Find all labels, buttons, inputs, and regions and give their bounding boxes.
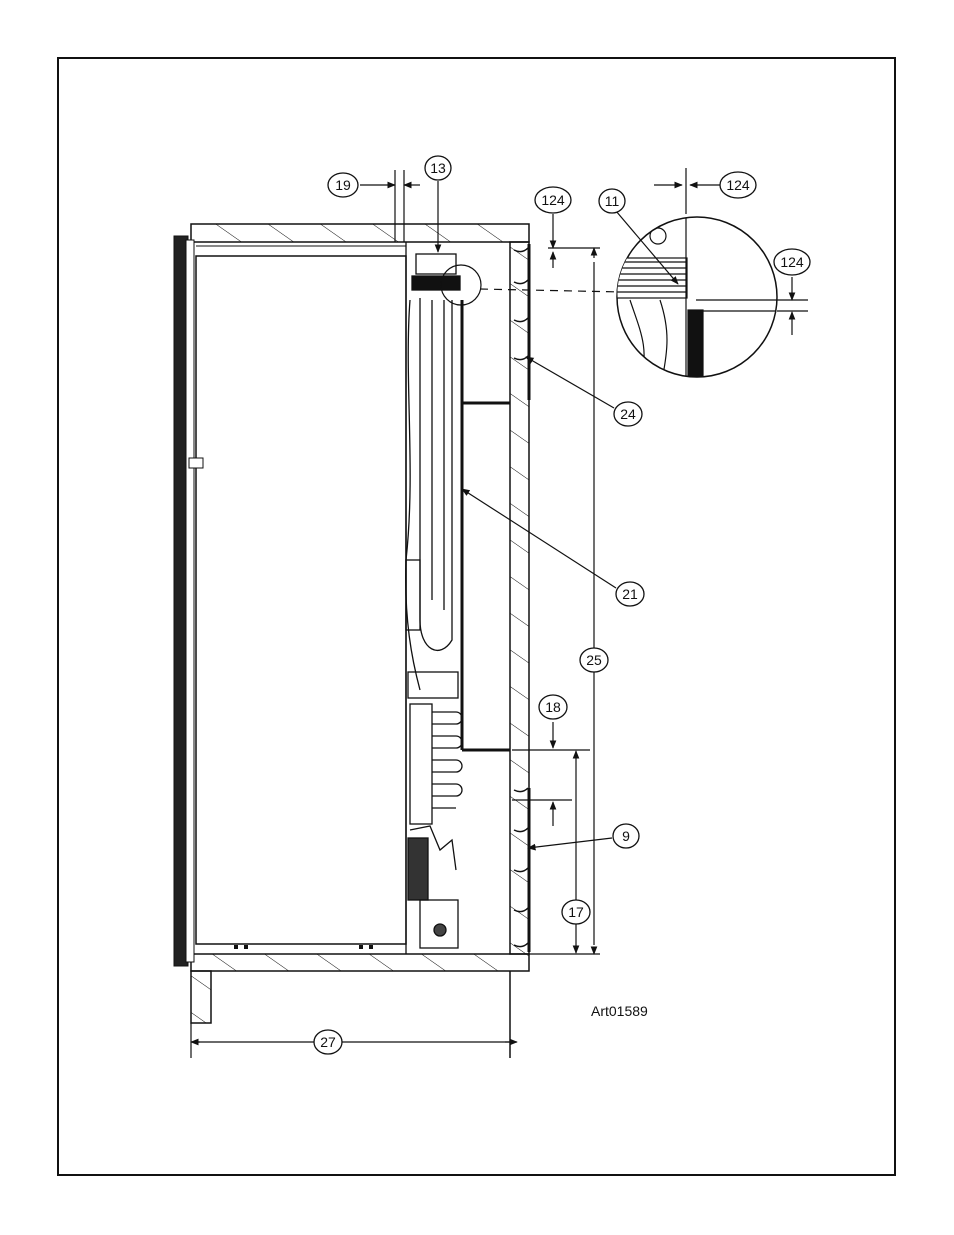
svg-text:25: 25 bbox=[586, 652, 602, 668]
svg-text:21: 21 bbox=[622, 586, 638, 602]
callout-124-top: 124 bbox=[535, 187, 571, 213]
cabinet-top-wall bbox=[191, 224, 529, 242]
callout-21: 21 bbox=[616, 582, 644, 606]
detail-leader bbox=[480, 289, 622, 292]
art-reference-number: Art01589 bbox=[591, 1003, 648, 1019]
cooling-unit bbox=[406, 242, 510, 954]
callout-19: 19 bbox=[328, 173, 358, 197]
callout-25: 25 bbox=[580, 648, 608, 672]
callout-18: 18 bbox=[539, 695, 567, 719]
callout-9: 9 bbox=[613, 824, 639, 848]
svg-text:124: 124 bbox=[780, 254, 804, 270]
svg-text:17: 17 bbox=[568, 904, 584, 920]
callout-13: 13 bbox=[425, 156, 451, 180]
svg-text:9: 9 bbox=[622, 828, 630, 844]
callout-24: 24 bbox=[614, 402, 642, 426]
cabinet-bottom-wall bbox=[191, 954, 529, 971]
cabinet-foot bbox=[191, 971, 211, 1023]
callout-11: 11 bbox=[599, 189, 625, 213]
callout-17: 17 bbox=[562, 900, 590, 924]
svg-text:18: 18 bbox=[545, 699, 561, 715]
svg-text:124: 124 bbox=[726, 177, 750, 193]
svg-text:19: 19 bbox=[335, 177, 351, 193]
svg-text:11: 11 bbox=[605, 193, 620, 209]
callout-124-right: 124 bbox=[774, 249, 810, 275]
svg-text:24: 24 bbox=[620, 406, 636, 422]
svg-text:13: 13 bbox=[430, 160, 446, 176]
svg-text:124: 124 bbox=[541, 192, 565, 208]
callout-27: 27 bbox=[314, 1030, 342, 1054]
callout-124-detail: 124 bbox=[720, 172, 756, 198]
cabinet-right-wall bbox=[510, 242, 529, 954]
svg-text:27: 27 bbox=[320, 1034, 336, 1050]
door-panel bbox=[174, 236, 406, 966]
